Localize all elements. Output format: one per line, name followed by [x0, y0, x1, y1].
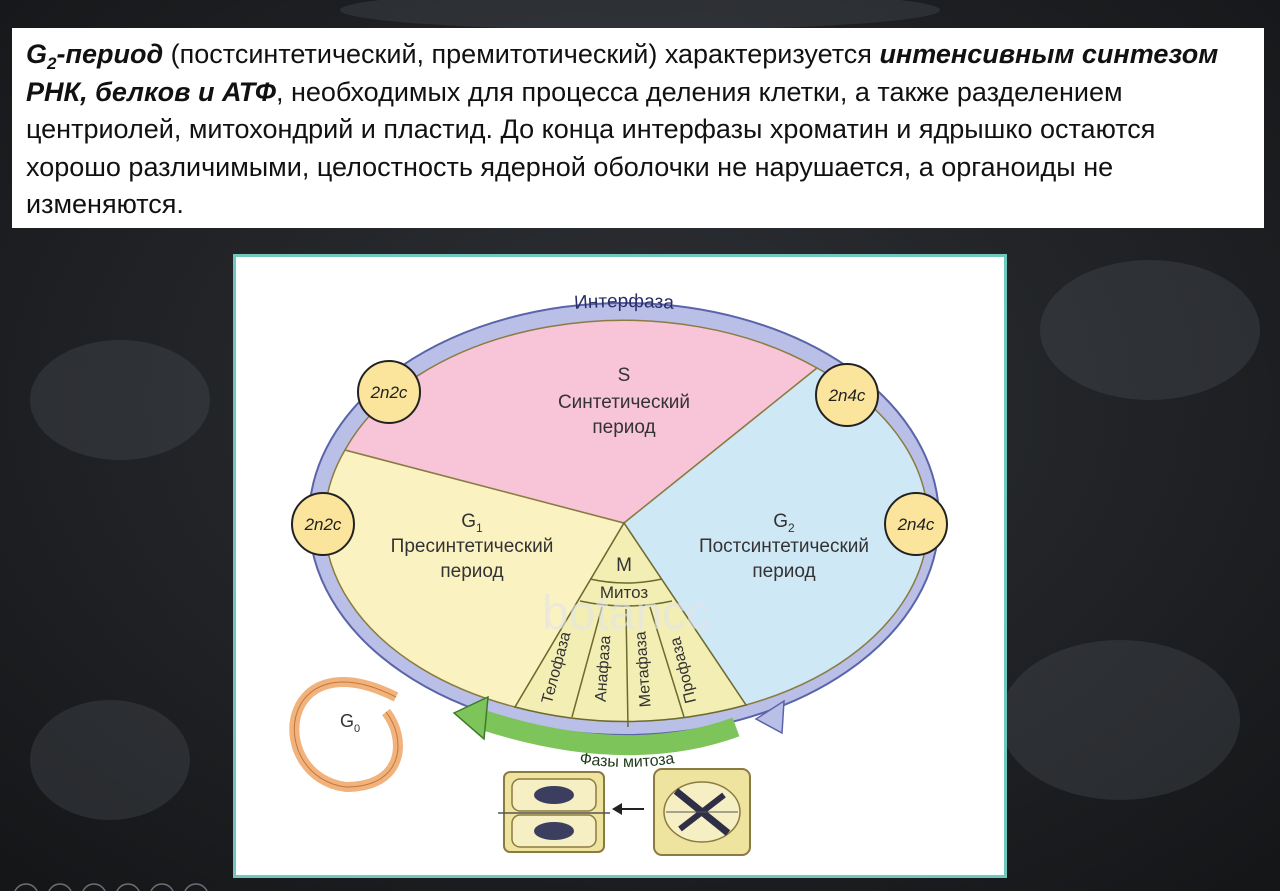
- phases-label: Фазы митоза: [579, 750, 676, 771]
- s-name: Синтетический: [558, 392, 690, 413]
- mitosis-label: Митоз: [600, 583, 649, 602]
- cell-cycle-figure: botancc Интерфаза S Синтетический период…: [233, 254, 1007, 878]
- mitosis-sector: [513, 521, 748, 723]
- metaphase-cell-illustration: [653, 768, 751, 856]
- slide-nav-dots: [14, 883, 208, 891]
- g2-word: период: [752, 561, 815, 582]
- phases-arrow-head: [452, 695, 489, 741]
- g0-letter: G0: [340, 711, 360, 735]
- ploidy-top-left: 2n2c: [370, 383, 408, 402]
- interphase-label: Интерфаза: [573, 291, 675, 314]
- g2-letter: G2: [773, 511, 795, 535]
- s-letter: S: [618, 365, 631, 386]
- dividing-cell-illustration: [498, 771, 610, 853]
- ploidy-circle-top-right: [815, 363, 879, 427]
- ring-arrow-head: [754, 699, 785, 735]
- g0-loop-outline: [293, 681, 399, 788]
- ploidy-circle-mid-left: [291, 492, 355, 556]
- mitosis-band-line: [589, 578, 663, 584]
- watermark: botancc: [542, 587, 710, 640]
- ploidy-circle-top-left: [357, 360, 421, 424]
- ploidy-circle-mid-right: [884, 492, 948, 556]
- ploidy-mid-right: 2n4c: [897, 515, 935, 534]
- s-word: период: [592, 417, 655, 438]
- phase-label-anaphase: Анафаза: [593, 635, 615, 703]
- g2-term: G2-период: [26, 39, 164, 73]
- arrow-between-cells: [612, 803, 644, 815]
- g2-name: Постсинтетический: [699, 536, 869, 557]
- cell-cycle-diagram: botancc Интерфаза S Синтетический период…: [289, 291, 948, 856]
- g1-letter: G1: [461, 511, 483, 535]
- g0-loop: [289, 677, 403, 793]
- text-segment-2: , необходимых для процесса деления клетк…: [26, 76, 1156, 220]
- description-text-box: G2-период (постсинтетический, премитотич…: [12, 28, 1264, 228]
- g1-word: период: [440, 561, 503, 582]
- phases-arrow: [476, 709, 740, 756]
- phase-label-metaphase: Метафаза: [632, 631, 654, 708]
- ploidy-mid-left: 2n2c: [304, 515, 342, 534]
- text-segment-1: (постсинтетический, премитотический) хар…: [163, 39, 880, 69]
- bold-emphasis: интенсивным синтезом РНК, белков и АТФ: [26, 39, 1219, 107]
- g1-name: Пресинтетический: [391, 536, 554, 557]
- m-letter: M: [616, 555, 632, 576]
- mitosis-band-line-2: [579, 600, 673, 607]
- phase-divider-2: [625, 608, 629, 728]
- g1-sector: [323, 449, 626, 708]
- phase-divider-1: [571, 606, 603, 718]
- ploidy-top-right: 2n4c: [828, 386, 866, 405]
- phase-divider-3: [649, 606, 685, 718]
